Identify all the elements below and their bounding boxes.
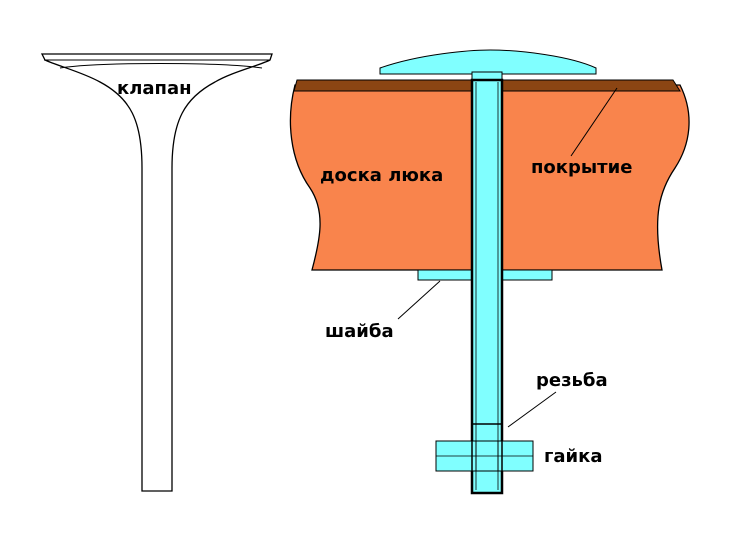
- nut-label: гайка: [544, 446, 603, 467]
- thread-leader: [507, 391, 557, 428]
- coating-leader: [570, 87, 618, 157]
- thread-label: резьба: [536, 370, 608, 391]
- valve-label: клапан: [117, 78, 192, 99]
- valve-head-inner-curve: [59, 63, 263, 69]
- hatch-board-label: доска люка: [320, 165, 443, 186]
- washer-label: шайба: [325, 321, 394, 342]
- valve-stem: [470, 78, 504, 495]
- coating-label: покрытие: [531, 157, 632, 178]
- valve-head: [379, 49, 597, 75]
- valve-standalone: [40, 53, 273, 492]
- thread-region: [471, 423, 503, 494]
- washer-leader: [397, 280, 441, 320]
- valve-body: [40, 53, 273, 492]
